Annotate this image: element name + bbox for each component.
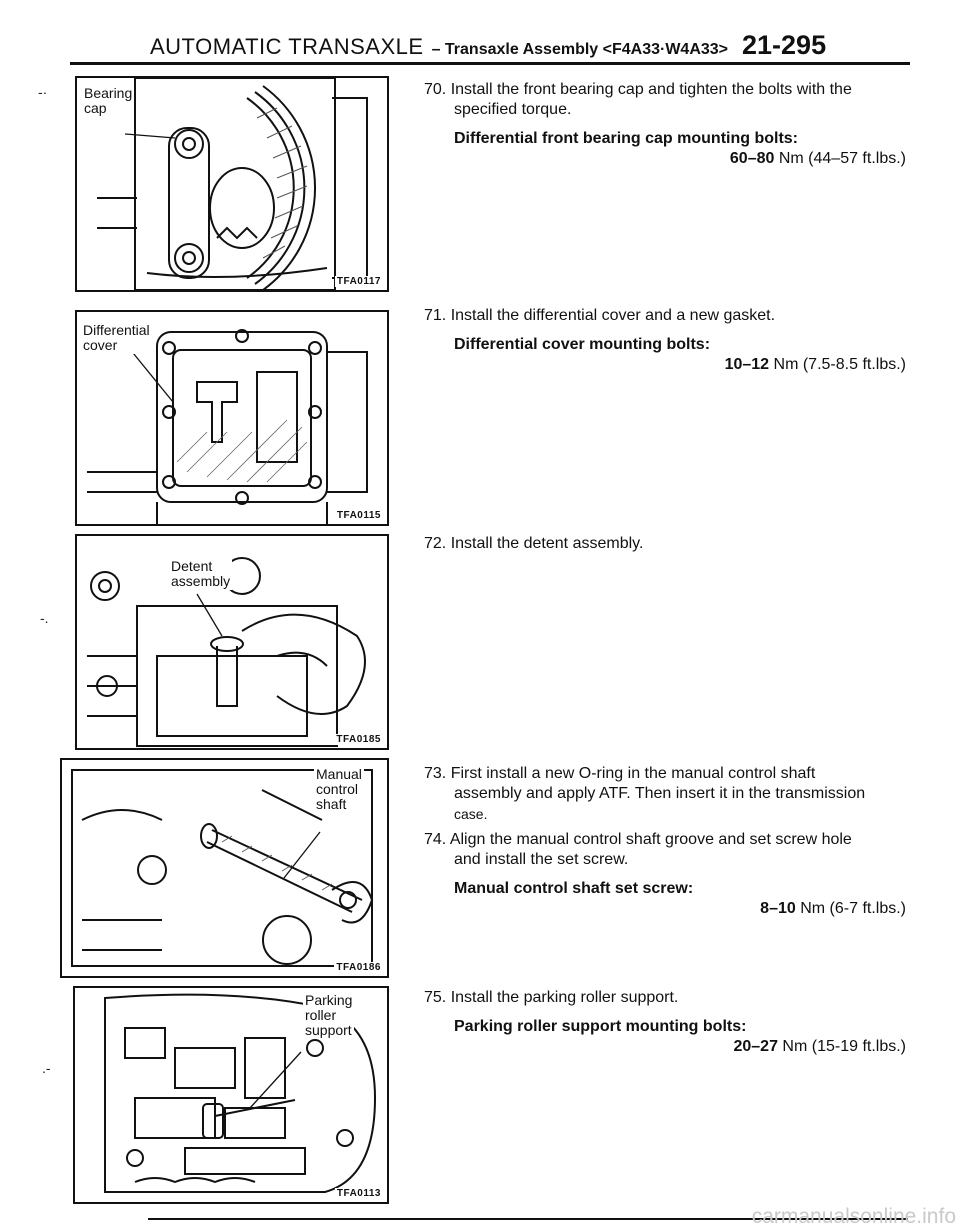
figure-label: Parking roller support bbox=[303, 992, 355, 1039]
step-text: Install the differential cover and a new… bbox=[450, 307, 776, 324]
figure-label: Differential cover bbox=[81, 322, 152, 354]
parking-roller-support-illustration bbox=[104, 993, 377, 1193]
page-number: 21-295 bbox=[742, 30, 827, 60]
margin-mark: -· bbox=[38, 84, 48, 100]
step-74: 74. Align the manual control shaft groov… bbox=[424, 830, 912, 919]
header-rule bbox=[70, 62, 910, 65]
torque-value-rest: Nm (6-7 ft.lbs.) bbox=[795, 900, 906, 917]
page-header: AUTOMATIC TRANSAXLE – Transaxle Assembly… bbox=[150, 30, 910, 62]
torque-spec-label: Differential cover mounting bolts: bbox=[454, 336, 711, 353]
torque-value-rest: Nm (44–57 ft.lbs.) bbox=[774, 150, 906, 167]
torque-spec-value: 20–27 Nm (15-19 ft.lbs.) bbox=[424, 1037, 912, 1057]
figure-code: TFA0117 bbox=[334, 276, 383, 287]
step-text: Install the detent assembly. bbox=[450, 535, 644, 552]
margin-mark: -. bbox=[40, 610, 49, 626]
step-number: 75. bbox=[424, 989, 447, 1006]
step-text: First install a new O-ring in the manual… bbox=[450, 765, 816, 782]
torque-spec-value: 8–10 Nm (6-7 ft.lbs.) bbox=[424, 899, 912, 919]
torque-value: 20–27 bbox=[733, 1038, 778, 1055]
step-number: 72. bbox=[424, 535, 447, 552]
torque-value-rest: Nm (15-19 ft.lbs.) bbox=[777, 1038, 906, 1055]
figure-bearing-cap: Bearing cap TFA0117 bbox=[75, 76, 389, 292]
step-75: 75. Install the parking roller support. … bbox=[424, 988, 912, 1057]
step-text: assembly and apply ATF. Then insert it i… bbox=[454, 785, 866, 802]
section-title: AUTOMATIC TRANSAXLE bbox=[150, 34, 424, 59]
figure-label: Bearing cap bbox=[82, 85, 135, 117]
step-text: specified torque. bbox=[454, 101, 572, 118]
torque-spec-value: 10–12 Nm (7.5-8.5 ft.lbs.) bbox=[424, 355, 912, 375]
step-number: 74. bbox=[424, 831, 447, 848]
figure-parking-roller-support: Parking roller support TFA0113 bbox=[73, 986, 389, 1204]
torque-spec-value: 60–80 Nm (44–57 ft.lbs.) bbox=[424, 149, 912, 169]
figure-code: TFA0113 bbox=[334, 1188, 383, 1199]
watermark: carmanualsonline.info bbox=[751, 1205, 956, 1228]
step-text: and install the set screw. bbox=[454, 851, 629, 868]
step-number: 73. bbox=[424, 765, 447, 782]
section-subtitle: – Transaxle Assembly <F4A33·W4A33> bbox=[431, 41, 729, 58]
figure-code: TFA0185 bbox=[334, 734, 383, 745]
step-72: 72. Install the detent assembly. bbox=[424, 534, 912, 554]
torque-value-rest: Nm (7.5-8.5 ft.lbs.) bbox=[769, 356, 906, 373]
step-number: 70. bbox=[424, 81, 447, 98]
figure-label-text: Detent assembly bbox=[171, 558, 231, 589]
differential-cover-illustration bbox=[87, 329, 368, 524]
figure-label: Detent assembly bbox=[169, 558, 233, 590]
torque-spec-label: Differential front bearing cap mounting … bbox=[454, 130, 798, 147]
torque-value: 8–10 bbox=[760, 900, 796, 917]
step-73: 73. First install a new O-ring in the ma… bbox=[424, 764, 912, 824]
step-text: Install the front bearing cap and tighte… bbox=[450, 81, 852, 98]
figure-label-text: Bearing cap bbox=[84, 85, 133, 116]
figure-code: TFA0186 bbox=[334, 962, 383, 973]
margin-mark: .- bbox=[42, 1060, 51, 1076]
torque-value: 60–80 bbox=[729, 150, 775, 167]
step-71: 71. Install the differential cover and a… bbox=[424, 306, 912, 375]
step-number: 71. bbox=[424, 307, 447, 324]
figure-label-text: Parking roller support bbox=[305, 992, 353, 1038]
torque-spec-label: Manual control shaft set screw: bbox=[454, 880, 694, 897]
step-text: Install the parking roller support. bbox=[450, 989, 679, 1006]
figure-label-text: Differential cover bbox=[83, 322, 150, 353]
figure-label: Manual control shaft bbox=[314, 766, 364, 813]
step-70: 70. Install the front bearing cap and ti… bbox=[424, 80, 912, 169]
figure-detent-assembly: Detent assembly TFA0185 bbox=[75, 534, 389, 750]
figure-label-text: Manual control shaft bbox=[316, 766, 362, 812]
footer-rule bbox=[148, 1218, 908, 1220]
figure-code: TFA0115 bbox=[334, 510, 383, 521]
step-text: Align the manual control shaft groove an… bbox=[449, 831, 852, 848]
torque-spec-label: Parking roller support mounting bolts: bbox=[454, 1018, 747, 1035]
manual-control-shaft-illustration bbox=[71, 769, 374, 967]
step-text: case. bbox=[454, 806, 488, 822]
figure-differential-cover: Differential cover TFA0115 bbox=[75, 310, 389, 526]
figure-manual-control-shaft: Manual control shaft TFA0186 bbox=[60, 758, 389, 978]
torque-value: 10–12 bbox=[724, 356, 770, 373]
